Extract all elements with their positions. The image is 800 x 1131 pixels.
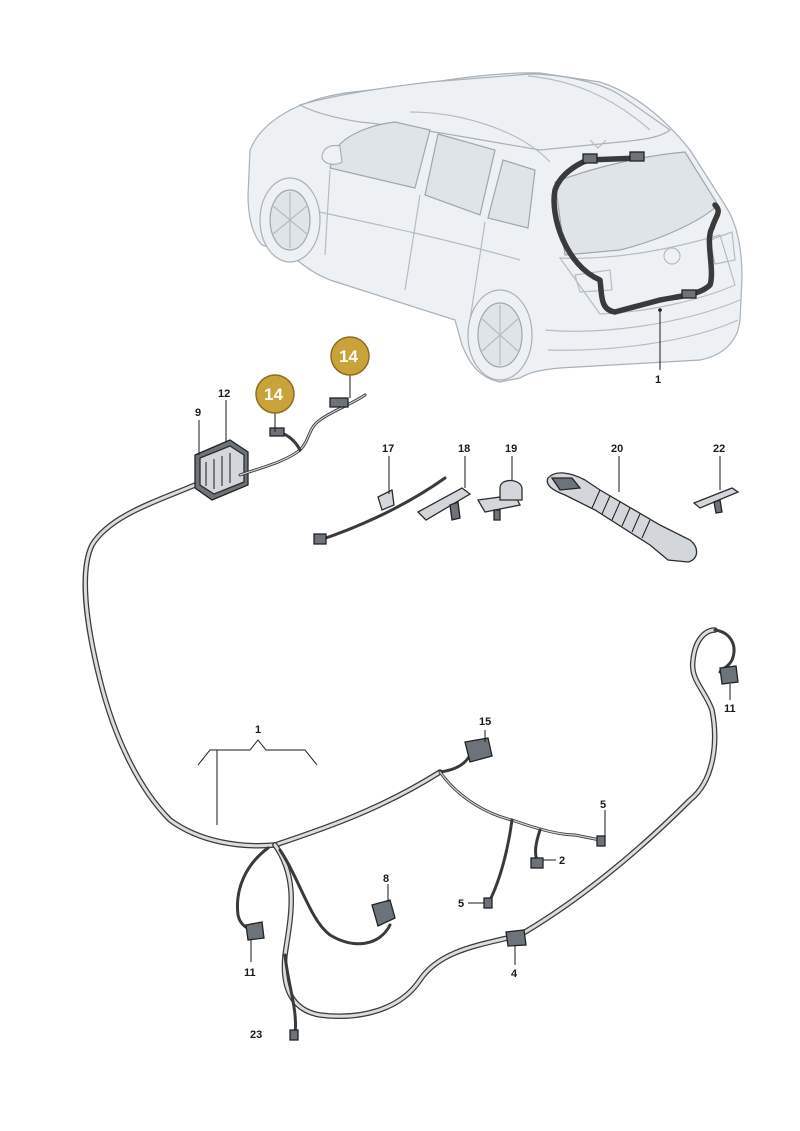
svg-text:5: 5 (600, 799, 606, 811)
svg-text:5: 5 (458, 898, 464, 910)
part-18-clip: 18 (416, 443, 472, 521)
svg-text:18: 18 (458, 443, 470, 455)
svg-text:11: 11 (724, 703, 736, 715)
connector-housing-9 (194, 439, 249, 501)
svg-text:14: 14 (339, 347, 358, 366)
part-19-holder: 19 (476, 443, 523, 521)
connector-5-left: 5 (458, 897, 493, 910)
svg-text:17: 17 (382, 443, 394, 455)
svg-text:23: 23 (250, 1029, 262, 1041)
connector-4: 4 (505, 929, 527, 980)
connector-8: 8 (371, 873, 396, 927)
svg-text:8: 8 (383, 873, 389, 885)
svg-text:19: 19 (505, 443, 517, 455)
svg-text:1: 1 (255, 724, 261, 736)
svg-text:2: 2 (559, 855, 565, 867)
callout-12: 12 (218, 388, 230, 400)
vehicle-illustration (247, 72, 743, 383)
connector-23: 23 (250, 1029, 299, 1041)
connector-11-right: 11 (719, 665, 739, 715)
badge-14-left: 14 (255, 374, 295, 432)
callout-1-harness: 1 (197, 724, 318, 825)
callout-1-vehicle: 1 (655, 374, 661, 386)
svg-text:11: 11 (244, 967, 256, 979)
connector-2: 2 (530, 855, 565, 869)
svg-text:22: 22 (713, 443, 725, 455)
connector-5-right: 5 (596, 799, 606, 847)
svg-text:4: 4 (511, 968, 518, 980)
connector-15: 15 (464, 716, 493, 763)
tailgate-harness-on-vehicle (551, 151, 721, 315)
part-17-cable-tie: 17 (313, 443, 447, 545)
svg-text:20: 20 (611, 443, 623, 455)
wiring-harness (82, 482, 736, 1037)
connector-11-left: 11 (244, 921, 265, 979)
svg-text:14: 14 (264, 385, 283, 404)
part-22-pad: 22 (692, 443, 740, 514)
callout-9: 9 (195, 407, 201, 419)
svg-text:15: 15 (479, 716, 491, 728)
part-20-conduit: 20 (546, 443, 698, 563)
badge-14-right: 14 (330, 336, 370, 398)
